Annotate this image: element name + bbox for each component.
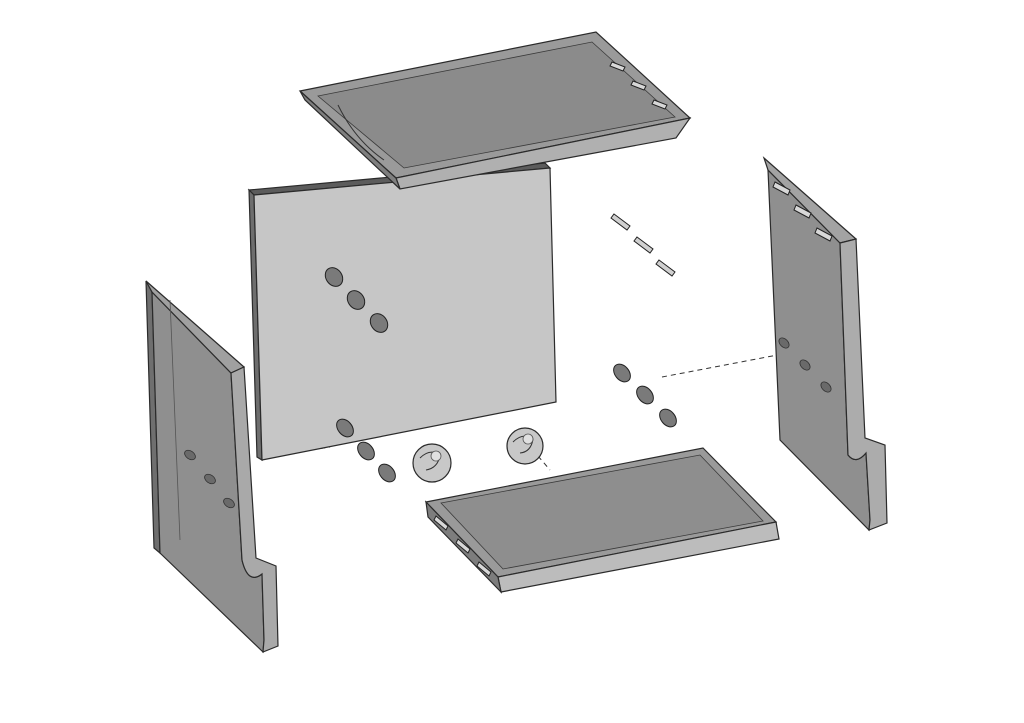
bottom-tray — [424, 447, 780, 594]
right-panel-slots — [772, 181, 833, 242]
connector-slot — [655, 259, 676, 277]
hole — [778, 337, 790, 349]
slot — [609, 61, 626, 72]
top-lid-left-face — [299, 90, 401, 190]
top-lid-inner-groove — [337, 104, 385, 161]
assembly-line-ball — [537, 455, 551, 471]
bottom-dowels — [336, 418, 396, 483]
dowel — [336, 418, 354, 438]
assembly-line-right — [661, 344, 831, 378]
dowel — [369, 313, 389, 333]
left-panel-slots — [184, 449, 235, 509]
top-connector-slots — [610, 213, 676, 277]
connector-slot — [610, 213, 631, 231]
hole — [799, 359, 811, 371]
left-panel-inner-line — [169, 299, 181, 541]
dowel — [613, 363, 631, 383]
slot — [204, 473, 216, 485]
connector-slot — [633, 236, 654, 254]
slot — [223, 497, 235, 509]
ball-knob — [412, 443, 452, 483]
left-side-panel — [145, 280, 279, 654]
right-panel-holes — [778, 337, 832, 393]
slot — [630, 80, 647, 91]
right-side-panel — [762, 156, 888, 532]
left-side-panel-edge — [230, 366, 279, 653]
right-side-panel-edge — [839, 238, 888, 531]
back-panel-face — [253, 167, 557, 461]
slot — [651, 99, 668, 110]
slot — [184, 449, 196, 461]
hole — [820, 381, 832, 393]
slot — [476, 561, 492, 577]
top-lid — [298, 31, 692, 190]
back-panel — [247, 162, 557, 462]
right-dowels — [613, 363, 677, 428]
ball-knobs — [412, 427, 544, 483]
slot — [455, 538, 471, 554]
dowel — [659, 408, 677, 428]
top-lid-slots — [609, 61, 668, 110]
bottom-tray-slots — [433, 515, 492, 577]
slot — [793, 204, 812, 219]
back-panel-dowels — [324, 267, 389, 333]
slot — [433, 515, 449, 531]
slot — [814, 227, 833, 242]
top-lid-inner-rim — [317, 41, 676, 169]
slot — [772, 181, 791, 196]
dowel — [346, 290, 366, 310]
dowel — [636, 385, 654, 405]
dowel — [324, 267, 344, 287]
dowel — [378, 463, 396, 483]
dowel — [357, 441, 375, 461]
bottom-tray-inner — [440, 454, 764, 570]
ball-knob — [506, 427, 544, 465]
